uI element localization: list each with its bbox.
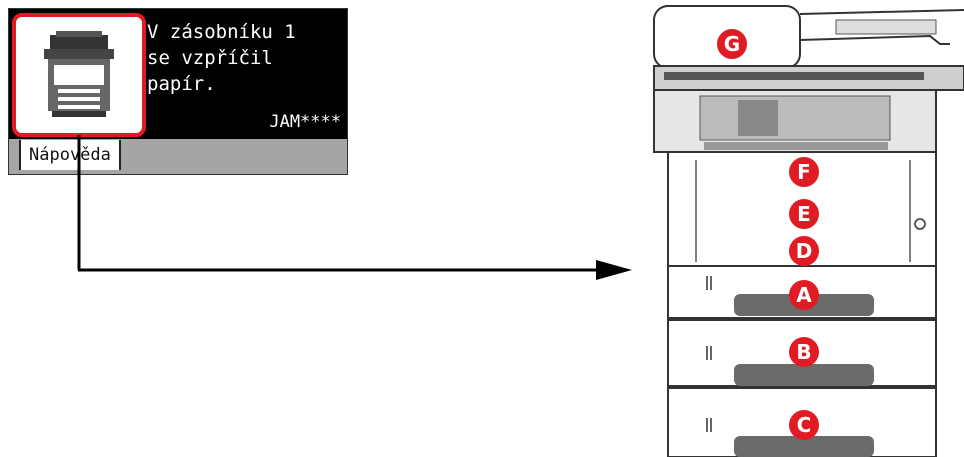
marker-e-badge: E [789, 199, 819, 229]
marker-g-badge: G [717, 29, 747, 59]
marker-c-badge: C [789, 410, 819, 440]
help-button[interactable]: Nápověda [19, 140, 121, 170]
marker-f-badge: F [789, 157, 819, 187]
error-code: JAM**** [269, 112, 341, 132]
printer-illustration [653, 5, 964, 457]
lcd-message-line-1: V zásobníku 1 [147, 21, 296, 43]
marker-b-badge: B [789, 337, 819, 367]
connector-arrow [77, 135, 632, 280]
lcd-message-line-2: se vzpříčil [147, 47, 273, 69]
printer-icon [44, 31, 114, 117]
marker-d-badge: D [789, 236, 819, 266]
lcd-message-line-3: papír. [147, 73, 216, 95]
marker-a-badge: A [789, 280, 819, 310]
lcd-softkey-bar: Nápověda [9, 139, 347, 174]
